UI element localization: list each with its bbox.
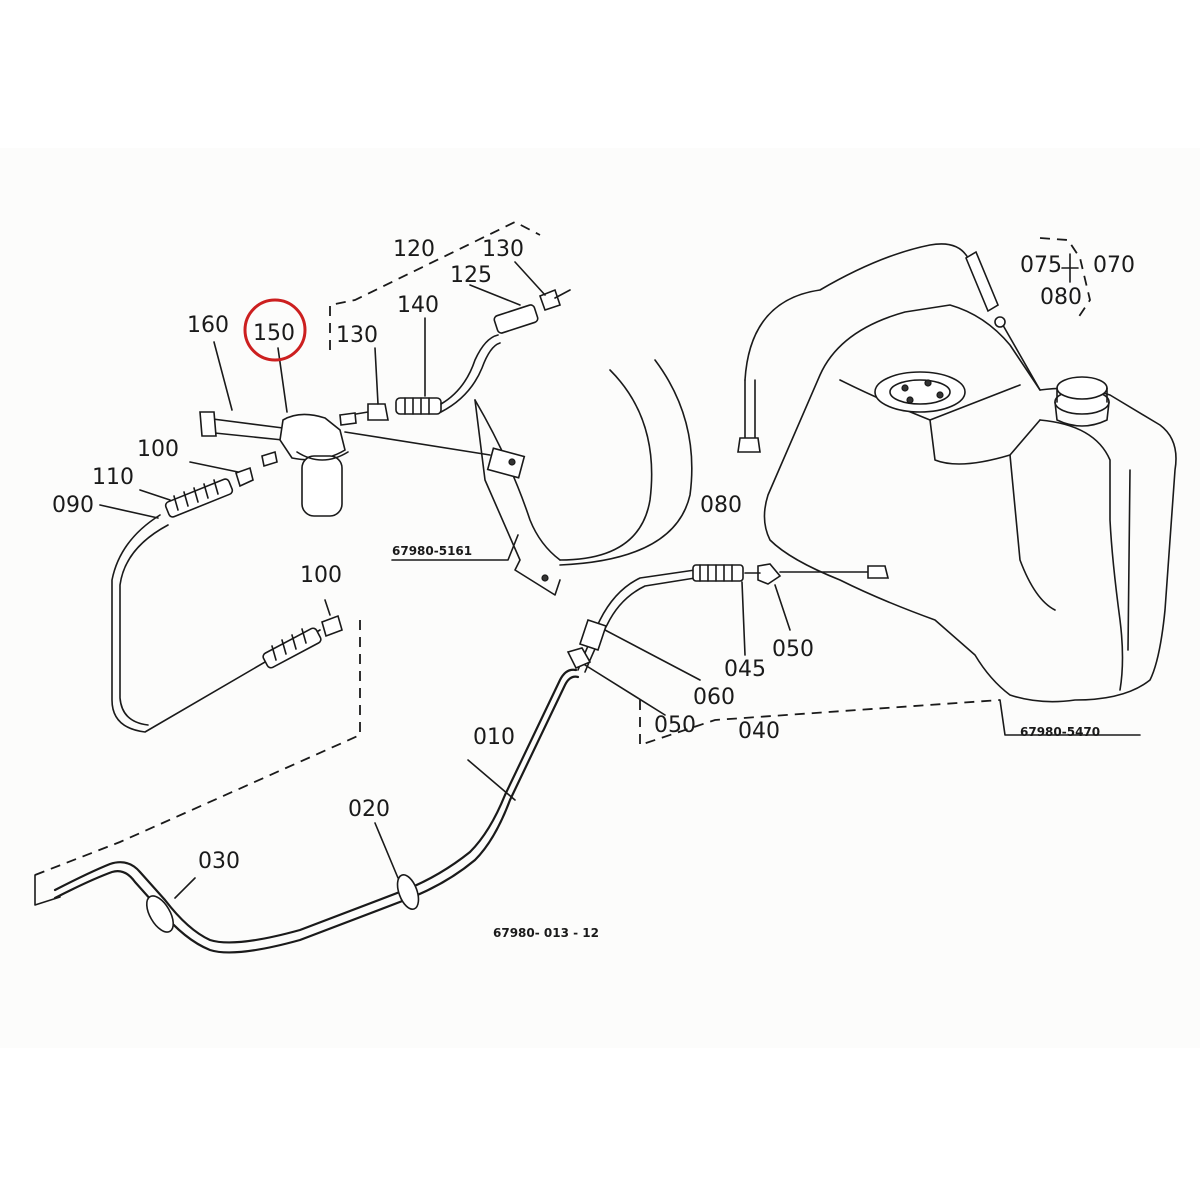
label-060: 060 <box>693 685 735 710</box>
label-125: 125 <box>450 263 492 288</box>
label-050-upper: 050 <box>772 637 814 662</box>
label-110: 110 <box>92 465 134 490</box>
highlight-circle <box>243 298 307 362</box>
label-150: 150 <box>253 321 295 346</box>
label-080-tank: 080 <box>1040 285 1082 310</box>
label-010: 010 <box>473 725 515 750</box>
ref-tank: 67980-5470 <box>1020 725 1100 739</box>
label-140: 140 <box>397 293 439 318</box>
label-080-hose: 080 <box>700 493 742 518</box>
label-130-upper: 130 <box>482 237 524 262</box>
label-160: 160 <box>187 313 229 338</box>
label-120: 120 <box>393 237 435 262</box>
label-100-upper: 100 <box>137 437 179 462</box>
label-050-lower: 050 <box>654 713 696 738</box>
ref-bracket: 67980-5161 <box>392 544 472 558</box>
label-040: 040 <box>738 719 780 744</box>
ref-figure: 67980- 013 - 12 <box>493 926 599 940</box>
fuel-filter-150 <box>199 341 357 517</box>
label-090: 090 <box>52 493 94 518</box>
label-020: 020 <box>348 797 390 822</box>
hose-assembly-040 <box>566 563 1001 747</box>
mounting-bracket <box>391 359 693 596</box>
fuel-pipe-010 <box>34 615 580 954</box>
diagram-panel <box>0 148 1200 1048</box>
label-100-lower: 100 <box>300 563 342 588</box>
label-070: 070 <box>1093 253 1135 278</box>
hose-assembly-120 <box>329 220 571 456</box>
label-030: 030 <box>198 849 240 874</box>
label-075: 075 <box>1020 253 1062 278</box>
fuel-tank <box>763 304 1177 736</box>
hose-assembly-090 <box>99 461 343 733</box>
return-hose-assembly <box>737 237 1091 453</box>
label-045: 045 <box>724 657 766 682</box>
label-130-lower: 130 <box>336 323 378 348</box>
